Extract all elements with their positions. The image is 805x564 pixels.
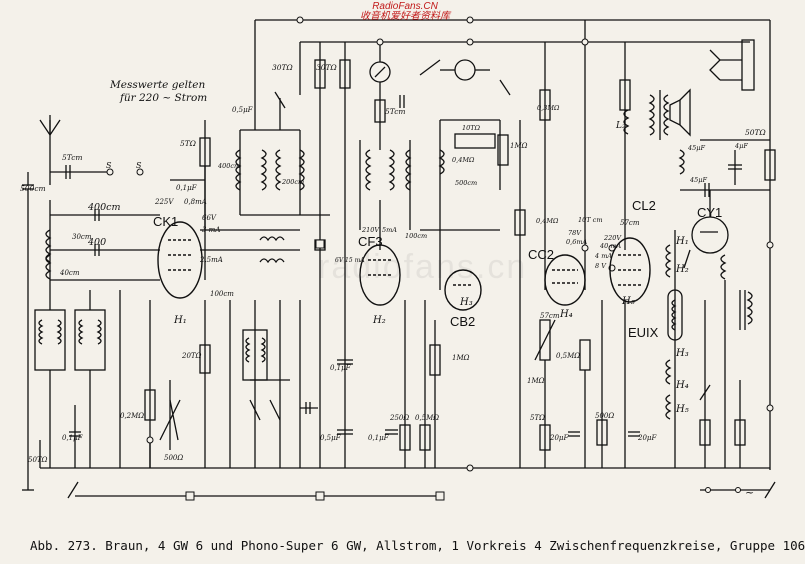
label-01uf3: 0,1μF [330, 364, 352, 372]
label-20uf2: 20μF [637, 434, 657, 442]
label-03m: 0,3MΩ [537, 104, 560, 112]
label-100cm2: 100cm [210, 290, 234, 298]
label-200cm: 200cm [281, 178, 304, 186]
label-20uf: 20μF [549, 434, 569, 442]
label-500cm2: 500cm [455, 179, 477, 187]
label-06ma: 0,6mA [566, 238, 588, 246]
label-57cm2: 57cm [620, 219, 640, 227]
heater-cl2: H₅ [621, 296, 635, 307]
watermark-line-1: RadioFans.CN [372, 1, 438, 12]
tube-cc2 [544, 254, 586, 306]
label-08ma: 0,8mA [184, 198, 207, 206]
label-01uf2: 0,1μF [62, 434, 84, 442]
heater-h4: H₄ [675, 380, 689, 391]
tube-label-cb2: CB2 [450, 314, 475, 329]
label-400: 400 [87, 237, 106, 248]
label-1m: 1MΩ [510, 142, 528, 150]
component-labels: 500cm 5Tcm S S 400cm 400 30cm 40cm 5TΩ 0… [20, 63, 766, 499]
heater-cc2: H₄ [559, 309, 573, 320]
label-50t: 50TΩ [745, 128, 766, 137]
label-220v: 220V [603, 234, 622, 242]
watermark-line-2: 收音机爱好者资料库 [360, 11, 450, 22]
label-5tohm2: 5TΩ [530, 414, 545, 422]
tube-label-cl2: CL2 [632, 198, 656, 213]
label-225v: 225V [154, 198, 174, 206]
label-05m2: 0,5MΩ [415, 414, 439, 422]
label-1m3: 1MΩ [452, 354, 470, 362]
heater-cf3: H₂ [372, 315, 386, 326]
label-3ma: 3 mA [202, 226, 220, 234]
label-30t-b: 30TΩ [316, 63, 337, 72]
label-210v: 210V [361, 226, 380, 234]
label-01uf: 0,1μF [176, 184, 198, 192]
label-10t: 10TΩ [462, 124, 481, 132]
label-10t-cm: 10T cm [578, 216, 602, 224]
label-6v: 6V 15 mA [335, 257, 365, 264]
tube-label-cf3: CF3 [358, 234, 383, 249]
label-s1: S [106, 161, 112, 170]
label-4ma: 4 mA [594, 252, 612, 260]
label-l2: L₂ [615, 121, 626, 131]
tube-cl2 [609, 237, 651, 303]
note-line-1: Messwerte gelten [109, 79, 205, 91]
heater-ck1: H₁ [173, 315, 187, 326]
label-04m: 0,4MΩ [452, 156, 475, 164]
label-8v: 8 V [595, 262, 607, 270]
tube-ck1 [157, 221, 203, 299]
label-s2: S [136, 161, 142, 170]
tube-cb2 [444, 269, 482, 311]
mains-symbol: ~ [745, 486, 754, 499]
label-05uf: 0,5μF [232, 106, 254, 114]
heater-cb2: H₃ [459, 297, 473, 308]
label-25ma: 2,5mA [199, 256, 223, 264]
watermark: RadioFans.CN 收音机爱好者资料库 [360, 2, 450, 22]
label-500b: 500Ω [164, 454, 183, 462]
label-66v: 66V [202, 214, 217, 222]
label-05m: 0,5MΩ [556, 352, 580, 360]
label-5tcm2: 5Tcm [385, 107, 406, 116]
faint-watermark: radiofans.cn [318, 248, 528, 286]
heater-cy1: H₁ [675, 236, 689, 247]
label-20t: 20TΩ [181, 352, 202, 360]
label-45uf: 45μF [687, 144, 705, 152]
label-01uf4: 0,1μF [368, 434, 390, 442]
label-4uf: 4μF [734, 142, 748, 150]
label-500: 500Ω [595, 412, 614, 420]
label-40cm: 40cm [59, 269, 80, 277]
tube-label-euix: EUIX [628, 325, 659, 340]
label-30t-a: 30TΩ [272, 63, 293, 72]
label-5tcm: 5Tcm [62, 153, 83, 162]
label-400cm: 400cm [87, 202, 120, 213]
heater-h3: H₃ [675, 348, 689, 359]
tubes [157, 221, 651, 311]
tube-label-cy1: CY1 [697, 205, 722, 220]
label-02m: 0,2MΩ [120, 412, 144, 420]
label-100cm: 100cm [405, 232, 427, 240]
label-50t-c: 50TΩ [28, 456, 48, 464]
label-04m2: 0,4MΩ [536, 217, 559, 225]
heater-h2: H₂ [675, 264, 689, 275]
label-05uf2: 0,5μF [320, 434, 342, 442]
wiring [22, 19, 776, 499]
label-57cm: 57cm [540, 312, 560, 320]
terminals [106, 16, 774, 501]
label-400cm2: 400cm [217, 162, 240, 170]
tube-label-ck1: CK1 [153, 214, 178, 229]
label-78v: 78V [568, 229, 582, 237]
label-30cm: 30cm [72, 233, 92, 241]
label-1m2: 1MΩ [527, 377, 545, 385]
label-45uf2: 45μF [689, 176, 707, 184]
tube-label-cc2: CC2 [528, 247, 554, 262]
label-500cm: 500cm [20, 184, 46, 193]
heater-h5: H₅ [675, 404, 689, 415]
figure-caption: Abb. 273. Braun, 4 GW 6 und Phono-Super … [30, 538, 805, 553]
label-5tohm: 5TΩ [180, 139, 196, 148]
note-line-2: für 220 ~ Strom [119, 92, 207, 104]
label-250: 250Ω [389, 414, 409, 422]
label-40ma: 40 mA [599, 242, 622, 250]
label-5ma: 5mA [382, 226, 397, 234]
tube-cf3 [359, 244, 401, 306]
